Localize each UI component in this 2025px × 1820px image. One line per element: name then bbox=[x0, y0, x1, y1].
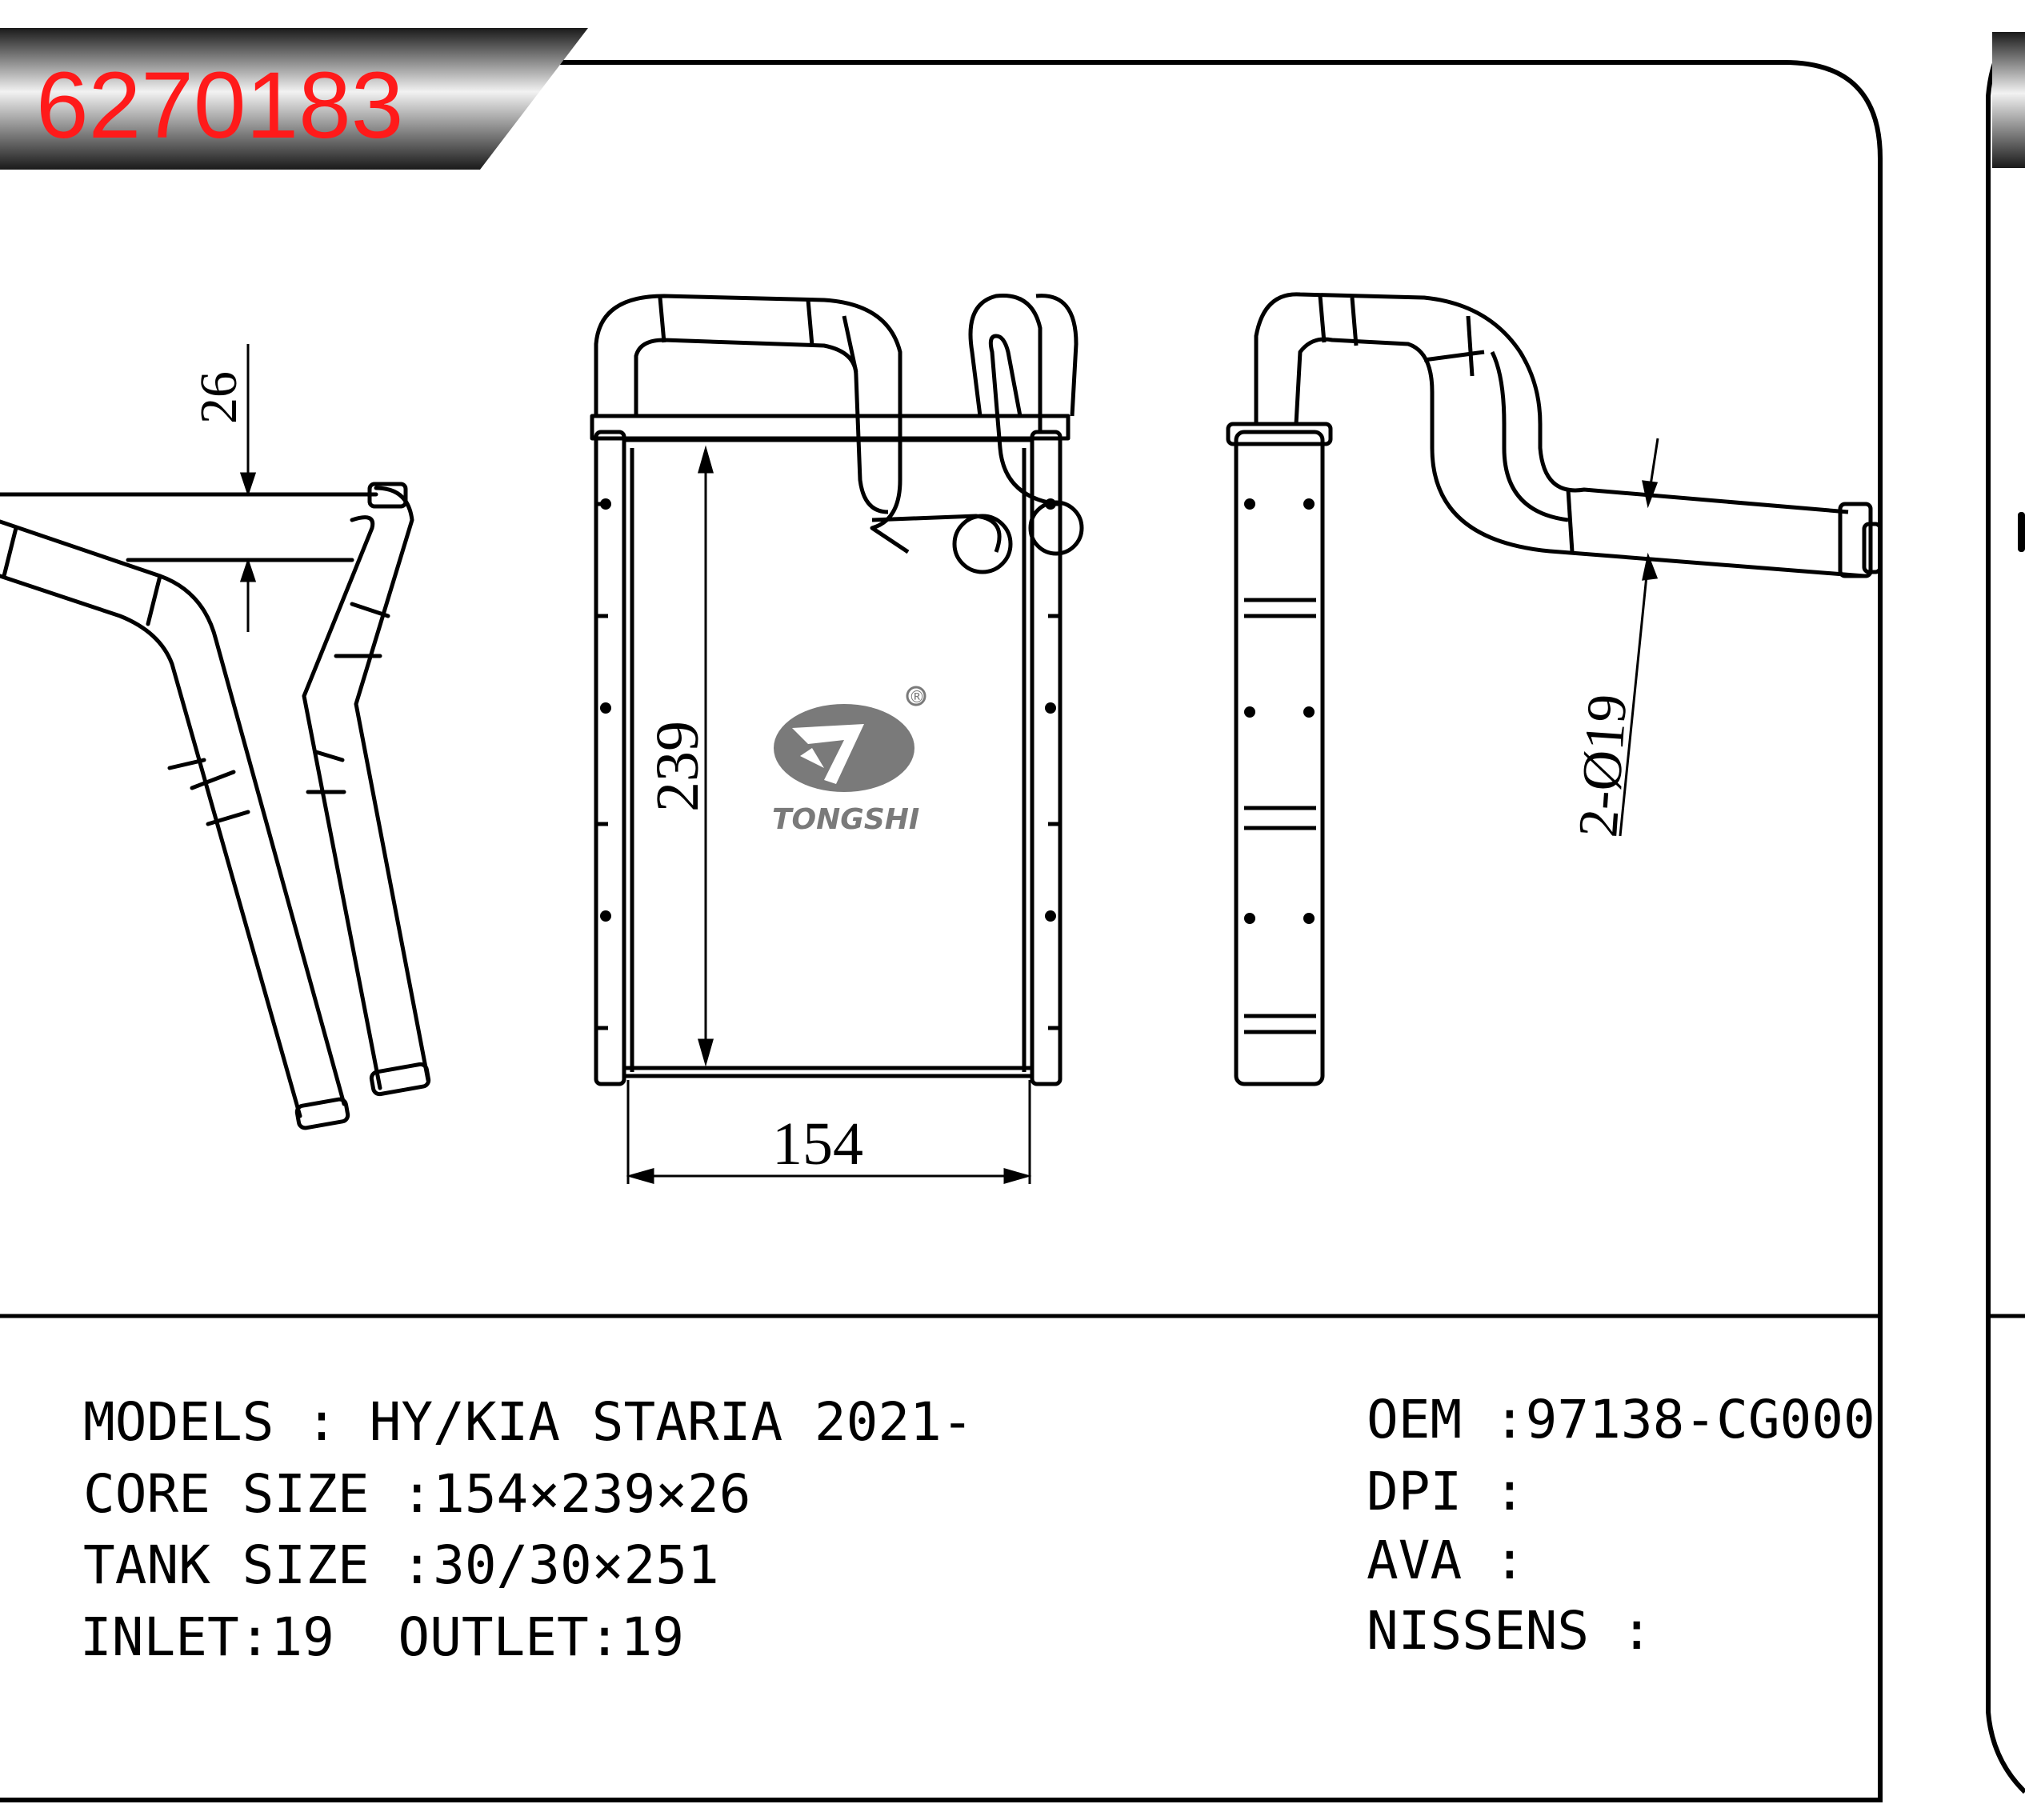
dim-pipes bbox=[1619, 438, 1659, 837]
tongshi-logo: ® bbox=[774, 686, 926, 792]
spec-inlet-outlet: INLET:19 OUTLET:19 bbox=[80, 1606, 684, 1668]
ref-dpi: DPI : bbox=[1367, 1461, 1526, 1522]
registered-mark: ® bbox=[909, 687, 925, 706]
next-sheet-banner bbox=[1992, 32, 2025, 168]
end-view bbox=[1226, 292, 1883, 1086]
next-sheet-fragment bbox=[2018, 512, 2025, 552]
ref-nissens: NISSENS : bbox=[1367, 1600, 1653, 1662]
brand-name: TONGSHI bbox=[772, 803, 919, 836]
tank-dots bbox=[600, 498, 1056, 922]
spec-tank-size: TANK SIZE :30/30×251 bbox=[83, 1534, 719, 1596]
part-number-banner bbox=[0, 28, 588, 170]
sheet-border bbox=[0, 60, 1883, 1802]
next-sheet-border bbox=[1986, 34, 2025, 1794]
part-number: 6270183 bbox=[36, 53, 403, 158]
end-view-dots bbox=[1244, 498, 1315, 924]
dim-thickness-label: 26 bbox=[190, 371, 248, 424]
ref-ava: AVA : bbox=[1367, 1530, 1526, 1591]
dim-width bbox=[626, 1080, 1032, 1184]
spec-models: MODELS : HY/KIA STARIA 2021- bbox=[83, 1391, 974, 1453]
dim-height-label: 239 bbox=[644, 721, 711, 812]
dim-thickness bbox=[239, 344, 257, 632]
dim-pipes-label: 2-Ø19 bbox=[1567, 692, 1639, 839]
dim-height bbox=[698, 445, 714, 1067]
front-view bbox=[590, 294, 1084, 1086]
ref-oem: OEM :97138-CG000 bbox=[1367, 1389, 1875, 1450]
side-view bbox=[0, 482, 431, 1130]
dim-width-label: 154 bbox=[772, 1110, 863, 1178]
spec-core-size: CORE SIZE :154×239×26 bbox=[83, 1463, 751, 1525]
